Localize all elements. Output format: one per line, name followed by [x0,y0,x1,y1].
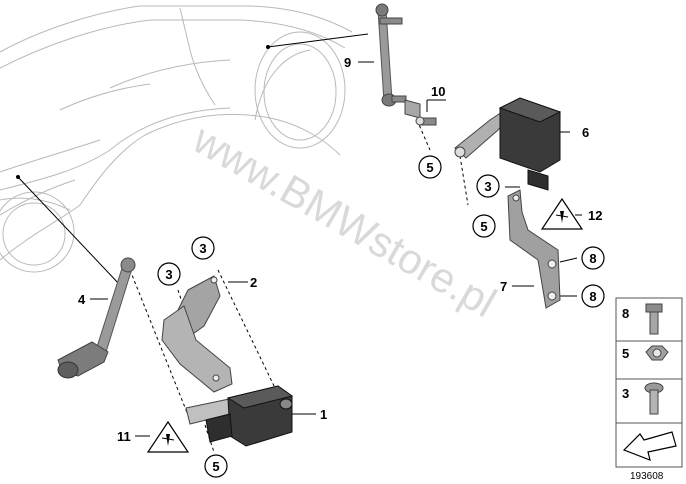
svg-text:5: 5 [480,219,487,234]
svg-text:8: 8 [589,289,596,304]
legend-label-5: 5 [622,346,629,361]
legend-panel: 8 5 3 [615,297,683,468]
callout-10: 10 [431,84,445,99]
arrow-icon [622,431,677,461]
callout-1: 1 [320,407,327,422]
leader-lines [16,33,582,437]
ride-height-sensor-rear [454,97,562,191]
callout-4: 4 [78,292,86,307]
legend-label-8: 8 [622,306,629,321]
svg-text:5: 5 [426,160,433,175]
svg-text:5: 5 [212,459,219,474]
callout-9: 9 [344,55,351,70]
callout-8-upper: 8 [581,246,605,270]
small-bracket [404,99,437,126]
callout-7: 7 [500,279,507,294]
drawing-number: 193608 [630,471,664,482]
nut-icon [645,345,669,361]
esd-warning-triangle-rear [540,197,584,230]
bracket-front-lower [161,305,233,393]
ride-height-sensor-front [185,385,294,447]
callout-11: 11 [117,429,131,444]
bracket-rear [507,189,561,309]
svg-text:3: 3 [199,241,206,256]
callout-3-top-right: 3 [476,174,500,198]
esd-warning-triangle-front [146,420,190,453]
svg-text:3: 3 [165,267,172,282]
screw-icon [644,382,664,415]
callout-5-middle: 5 [472,214,496,238]
bolt-icon [645,303,663,335]
callout-5-upper: 5 [418,155,442,179]
svg-text:8: 8 [589,251,596,266]
link-rod-front [57,257,136,379]
legend-label-3: 3 [622,386,629,401]
callout-5-front: 5 [204,454,228,478]
callout-12: 12 [588,208,602,223]
svg-text:3: 3 [484,179,491,194]
car-outline [0,5,353,273]
callout-6: 6 [582,125,589,140]
callout-8-lower: 8 [581,284,605,308]
callout-3-front-lower: 3 [157,262,181,286]
watermark: www.BMWstore.pl [185,115,504,327]
callout-3-front-upper: 3 [191,236,215,260]
link-rod-upper [375,3,407,107]
callout-2: 2 [250,275,257,290]
